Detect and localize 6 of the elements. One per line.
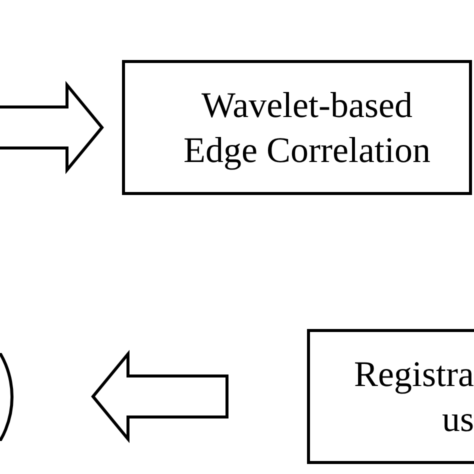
box-label: Registra us [354,352,474,440]
process-box [122,60,472,195]
block-arrow [91,350,228,444]
box-label: Wavelet-based Edge Correlation [182,84,432,172]
process-box [307,329,474,464]
block-arrow [0,80,104,174]
